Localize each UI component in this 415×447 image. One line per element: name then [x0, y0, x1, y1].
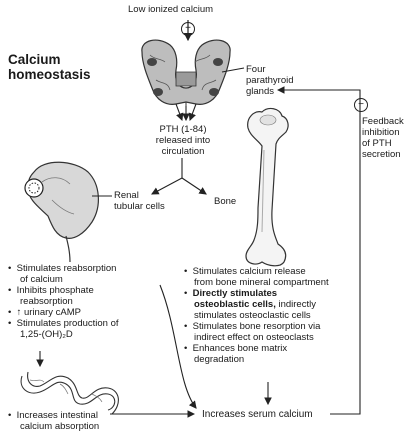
stimulation-plus-icon: + — [181, 22, 195, 36]
pth-line-1: PTH (1-84) — [159, 124, 207, 135]
arrow-to-renal — [151, 177, 183, 195]
parathyroid-glands-label: Four parathyroid glands — [246, 64, 294, 97]
kidney-effect-item: • Inhibits phosphate — [8, 285, 94, 296]
low-ionized-calcium-label: Low ionized calcium — [128, 4, 214, 15]
kidney-effect-item: reabsorption — [20, 296, 73, 307]
bone-effect-item: osteoblastic cells, indirectly — [194, 299, 316, 310]
bone-label: Bone — [214, 196, 237, 207]
kidney-effect-item: 1,25-(OH)₂D — [20, 329, 73, 340]
inhibition-minus-icon: − — [354, 98, 368, 112]
title-line-1: Calcium — [8, 52, 61, 67]
bone-effect-item: degradation — [194, 354, 245, 365]
parathyroid-illustration — [141, 39, 231, 112]
bone-effect-item: • Stimulates bone resorption via — [184, 321, 321, 332]
kidney-effect-item: • Stimulates reabsorption — [8, 263, 117, 274]
kidney-effect-item: of calcium — [20, 274, 63, 285]
renal-line-2: tubular cells — [114, 201, 165, 212]
bone-effect-item: stimulates osteoclastic cells — [194, 310, 311, 321]
bone-effect-item: • Stimulates calcium release — [184, 266, 306, 277]
diagram-title: Calcium homeostasis — [8, 52, 91, 82]
title-line-2: homeostasis — [8, 67, 91, 82]
glands-line-3: glands — [246, 86, 274, 97]
glands-line-2: parathyroid — [246, 75, 294, 86]
feedback-line-1: Feedback — [362, 116, 404, 127]
increases-serum-calcium-label: Increases serum calcium — [202, 409, 313, 420]
feedback-loop — [276, 86, 361, 415]
feedback-line-4: secretion — [362, 149, 401, 160]
intestine-effect-label: • Increases intestinal calcium absorptio… — [8, 410, 100, 432]
pth-line-3: circulation — [161, 146, 205, 157]
kidney-effects-list: • Stimulates reabsorption of calcium • I… — [8, 263, 119, 340]
glands-line-1: Four — [246, 64, 266, 75]
feedback-inhibition-label: Feedback inhibition of PTH secretion — [362, 116, 404, 160]
bone-effects-list: • Stimulates calcium release from bone m… — [184, 266, 329, 365]
intestine-illustration — [20, 371, 119, 415]
bone-effect-item: indirect effect on osteoclasts — [194, 332, 314, 343]
pth-release-label: PTH (1-84) released into circulation — [152, 124, 214, 157]
kidney-illustration — [24, 161, 99, 263]
arrow-to-bone — [181, 177, 207, 195]
feedback-line-2: inhibition — [362, 127, 400, 138]
bone-effect-item: • Enhances bone matrix — [184, 343, 288, 354]
pth-line-2: released into — [155, 135, 211, 146]
femur-illustration — [245, 107, 289, 267]
bone-effect-item: from bone mineral compartment — [194, 277, 329, 288]
renal-line-1: Renal — [114, 190, 139, 201]
feedback-line-3: of PTH — [362, 138, 392, 149]
kidney-effect-item: • ↑ urinary cAMP — [8, 307, 82, 318]
renal-tubular-cells-label: Renal tubular cells — [114, 190, 165, 212]
bone-effect-item: • Directly stimulates — [184, 288, 278, 299]
arrow-kidney-to-serum — [159, 284, 197, 409]
kidney-effect-item: • Stimulates production of — [8, 318, 119, 329]
pointer-to-glands — [221, 67, 245, 73]
